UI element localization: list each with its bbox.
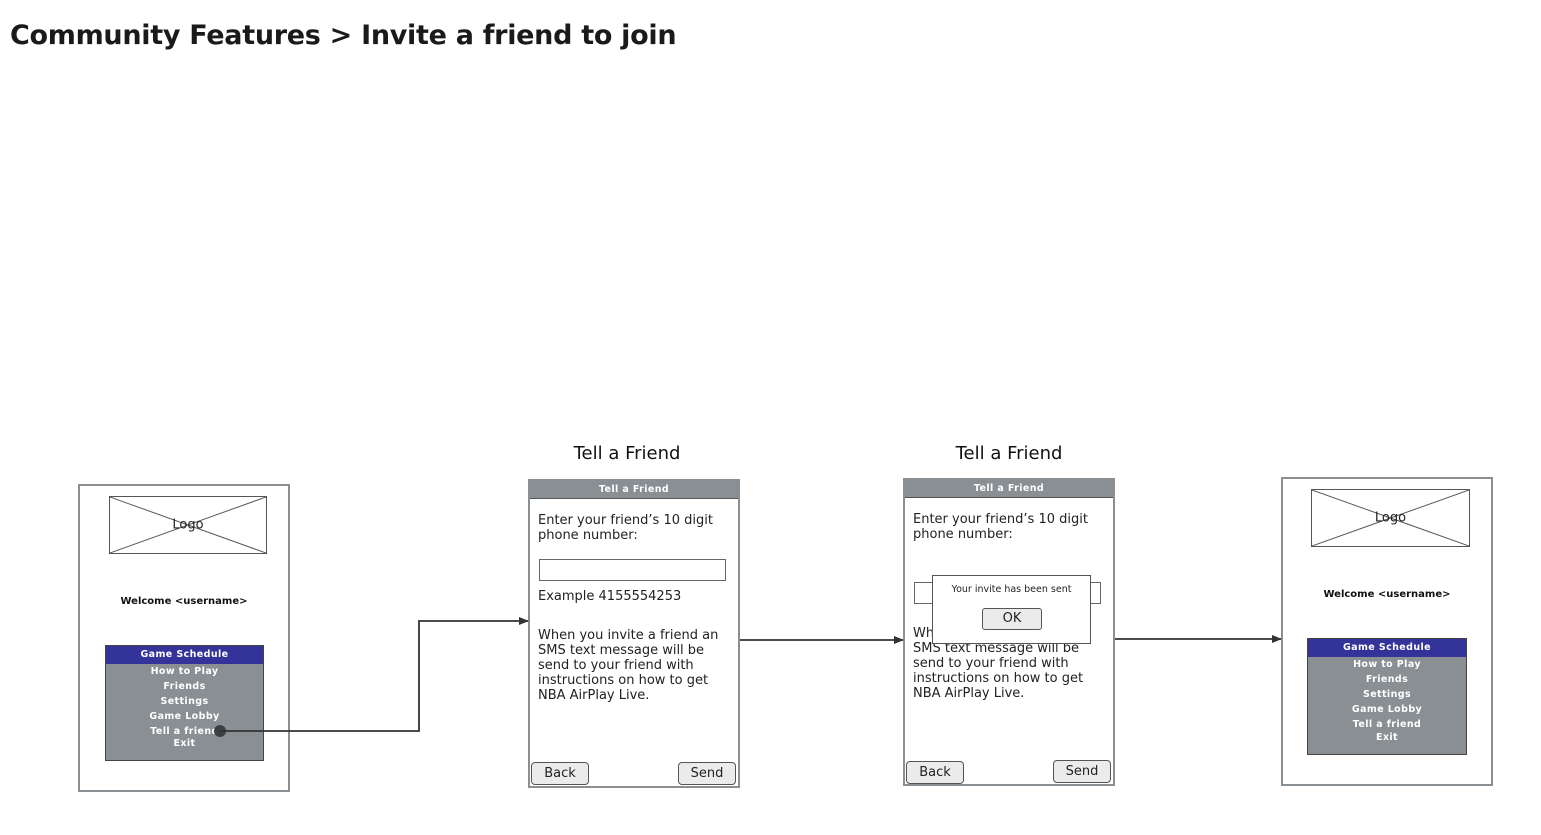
- menu-item-friends[interactable]: Friends: [1365, 674, 1409, 685]
- screen-caption-tell-a-friend: Tell a Friend: [573, 443, 681, 464]
- phone-prompt: Enter your friend’s 10 digit phone numbe…: [913, 512, 1088, 542]
- send-button[interactable]: Send: [1053, 760, 1111, 783]
- send-button[interactable]: Send: [678, 762, 736, 785]
- tell-friend-screen: Tell a Friend Enter your friend’s 10 dig…: [528, 479, 740, 788]
- sms-info-text: SMS text message will be send to your fr…: [913, 641, 1084, 701]
- logo-label: Logo: [172, 517, 204, 533]
- phone-number-input[interactable]: [539, 559, 726, 581]
- home-screen-return: Logo Welcome <username> Game Schedule Ho…: [1281, 477, 1493, 786]
- welcome-text: Welcome <username>: [120, 596, 248, 607]
- example-text: Example 4155554253: [538, 589, 682, 604]
- menu-item-settings[interactable]: Settings: [1362, 689, 1412, 700]
- logo-placeholder: Logo: [1311, 489, 1470, 547]
- welcome-text: Welcome <username>: [1323, 589, 1451, 600]
- sms-info-text: When you invite a friend an SMS text mes…: [538, 628, 719, 703]
- menu-item-tell-a-friend[interactable]: Tell a friend: [150, 726, 219, 737]
- screen-titlebar: Tell a Friend: [530, 481, 738, 499]
- menu-item-tell-a-friend[interactable]: Tell a friend: [1352, 719, 1422, 730]
- screen-titlebar: Tell a Friend: [905, 480, 1113, 498]
- menu-item-game-lobby[interactable]: Game Lobby: [149, 711, 220, 722]
- logo-label: Logo: [1374, 510, 1407, 526]
- page-title: Community Features > Invite a friend to …: [10, 20, 677, 51]
- phone-prompt: Enter your friend’s 10 digit phone numbe…: [538, 513, 713, 543]
- menu-item-how-to-play[interactable]: How to Play: [1353, 659, 1421, 670]
- ok-button[interactable]: OK: [982, 608, 1042, 630]
- menu-item-exit[interactable]: Exit: [1375, 732, 1398, 743]
- sms-info-partial: Wh: [913, 626, 935, 641]
- dialog-message: Your invite has been sent: [951, 584, 1072, 595]
- back-button[interactable]: Back: [906, 761, 964, 784]
- menu-item-game-schedule[interactable]: Game Schedule: [1308, 639, 1466, 657]
- menu-item-settings[interactable]: Settings: [160, 696, 209, 707]
- main-menu: Game Schedule How to Play Friends Settin…: [105, 645, 264, 761]
- menu-item-game-schedule[interactable]: Game Schedule: [106, 646, 263, 664]
- screen-caption-tell-a-friend-confirm: Tell a Friend: [955, 443, 1063, 464]
- confirm-screen: Tell a Friend Enter your friend’s 10 dig…: [903, 478, 1115, 786]
- menu-item-game-lobby[interactable]: Game Lobby: [1351, 704, 1423, 715]
- invite-sent-dialog: Your invite has been sent OK: [932, 575, 1091, 644]
- menu-item-exit[interactable]: Exit: [173, 738, 196, 749]
- main-menu: Game Schedule How to Play Friends Settin…: [1307, 638, 1467, 755]
- menu-item-how-to-play[interactable]: How to Play: [150, 666, 219, 677]
- menu-item-friends[interactable]: Friends: [163, 681, 206, 692]
- flow-arrow-menu-to-form: [220, 617, 529, 732]
- logo-placeholder: Logo: [109, 496, 267, 554]
- back-button[interactable]: Back: [531, 762, 589, 785]
- home-screen: Logo Welcome <username> Game Schedule Ho…: [78, 484, 290, 792]
